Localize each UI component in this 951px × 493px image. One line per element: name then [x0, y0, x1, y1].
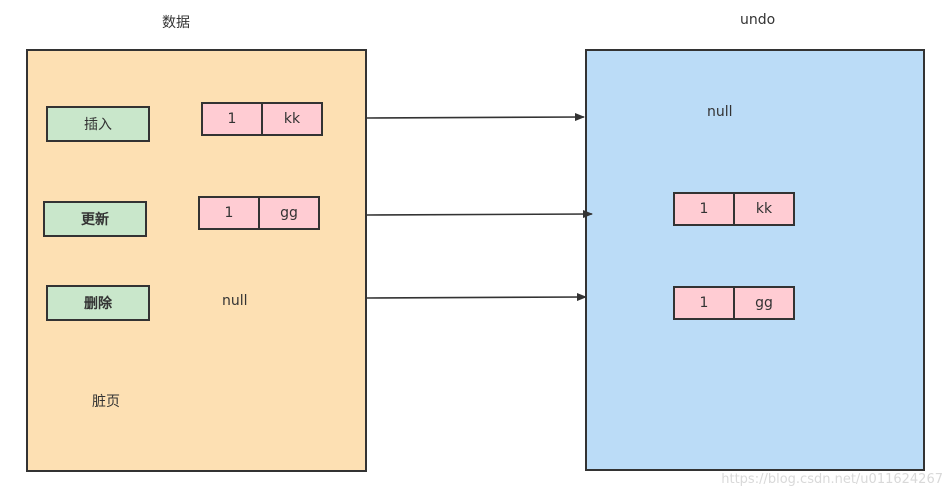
watermark: https://blog.csdn.net/u011624267 [721, 472, 943, 487]
data-record-insert: 1 kk [201, 102, 323, 136]
delete-arrow [366, 293, 587, 302]
undo-panel [585, 49, 925, 471]
dirty-page-label: 脏页 [92, 394, 120, 410]
record-value: gg [733, 288, 793, 318]
data-record-update: 1 gg [198, 196, 320, 230]
undo-record-gg: 1 gg [673, 286, 795, 320]
undo-title: undo [740, 12, 776, 28]
update-arrow [366, 210, 593, 219]
update-op-box: 更新 [43, 201, 147, 237]
insert-arrow [366, 113, 585, 122]
insert-op-box: 插入 [46, 106, 150, 142]
update-op-label: 更新 [81, 212, 109, 228]
record-key: 1 [227, 111, 237, 127]
record-key: 1 [699, 201, 709, 217]
delete-op-box: 删除 [46, 285, 150, 321]
record-key: 1 [699, 295, 709, 311]
undo-null-label: null [707, 104, 733, 120]
data-null-label: null [222, 293, 248, 309]
delete-op-label: 删除 [84, 296, 112, 312]
data-title: 数据 [162, 15, 190, 31]
record-value: kk [261, 104, 321, 134]
record-value: gg [258, 198, 318, 228]
record-key: 1 [224, 205, 234, 221]
undo-record-kk: 1 kk [673, 192, 795, 226]
record-value: kk [733, 194, 793, 224]
insert-op-label: 插入 [84, 117, 112, 133]
